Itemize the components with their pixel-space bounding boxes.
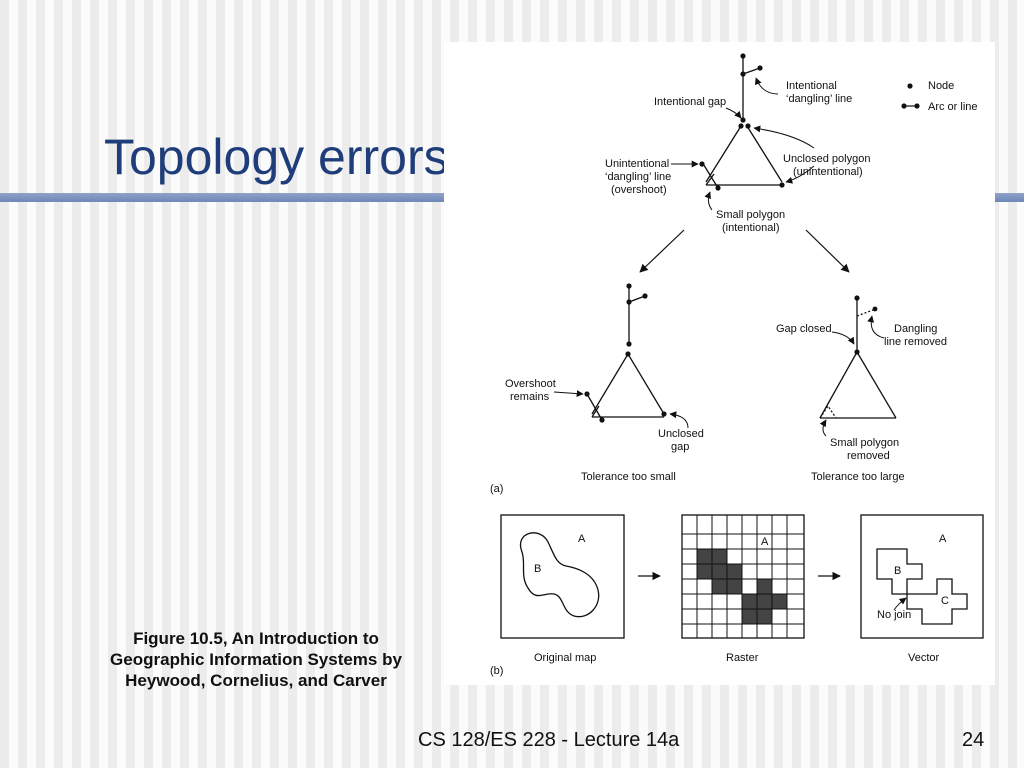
top-topology-diagram	[701, 56, 783, 189]
unintentional-label-1: Unintentional	[605, 158, 669, 170]
arrow-to-left	[639, 229, 685, 273]
intentional-gap-label: Intentional gap	[654, 96, 726, 108]
dangling-removed-label-1: Dangling	[894, 323, 937, 335]
original-map-panel: A B Original map	[500, 514, 625, 664]
part-a-label: (a)	[490, 483, 503, 495]
raster-filled-cells	[697, 549, 787, 624]
legend-node-label: Node	[928, 80, 954, 92]
part-b-label: (b)	[490, 665, 503, 677]
small-polygon-label-1: Small polygon	[716, 209, 785, 221]
dangling-removed-label-2: line removed	[884, 336, 947, 348]
overshoot-label-2: remains	[510, 391, 550, 403]
small-polygon-removed-label-1: Small polygon	[830, 437, 899, 449]
raster-caption: Raster	[726, 652, 759, 664]
vector-polygon-c	[906, 578, 968, 625]
intentional-dangling-label-1: Intentional	[786, 80, 837, 92]
vector-panel: A B C No join Vector	[860, 514, 984, 664]
left-nodes	[584, 283, 667, 423]
tolerance-too-small-label: Tolerance too small	[581, 471, 676, 483]
vector-caption: Vector	[908, 652, 940, 664]
legend-node-dot	[907, 83, 913, 89]
legend: Node Arc or line	[901, 80, 978, 113]
unclosed-polygon-label-2: (unintentional)	[793, 166, 863, 178]
unclosed-gap-label-1: Unclosed	[658, 428, 704, 440]
arrow-to-right	[805, 229, 850, 273]
original-label-b: B	[534, 563, 541, 575]
small-polygon-label-2: (intentional)	[722, 222, 779, 234]
page-number: 24	[962, 729, 985, 751]
original-label-a: A	[578, 533, 586, 545]
vector-label-c: C	[941, 595, 949, 607]
small-polygon-removed-label-2: removed	[847, 450, 890, 462]
left-topology-diagram	[586, 286, 665, 421]
unintentional-label-2: ‘dangling’ line	[605, 171, 671, 183]
legend-arc-label: Arc or line	[928, 101, 978, 113]
tolerance-too-large-label: Tolerance too large	[811, 471, 905, 483]
gap-closed-label: Gap closed	[776, 323, 832, 335]
vector-polygon-b	[876, 548, 923, 595]
slide-footer: CS 128/ES 228 - Lecture 14a	[418, 729, 680, 751]
left-callouts	[553, 390, 689, 429]
right-callouts	[819, 315, 885, 437]
right-nodes	[854, 295, 878, 355]
unclosed-gap-label-2: gap	[671, 441, 689, 453]
unclosed-polygon-label-1: Unclosed polygon	[783, 153, 870, 165]
no-join-label: No join	[877, 609, 911, 621]
top-nodes	[699, 53, 785, 191]
original-map-caption: Original map	[534, 652, 596, 664]
right-topology-diagram	[819, 298, 897, 419]
intentional-dangling-label-2: ‘dangling’ line	[786, 93, 852, 105]
figure-caption: Figure 10.5, An Introduction to Geograph…	[110, 629, 402, 690]
vector-label-b: B	[894, 565, 901, 577]
top-callouts	[671, 77, 815, 211]
topology-diagram-svg: Node Arc or line Intentional ‘dangling’ …	[490, 53, 984, 677]
flow-arrows	[639, 229, 850, 273]
raster-label-a: A	[761, 536, 769, 548]
topology-figure: Node Arc or line Intentional ‘dangling’ …	[444, 42, 995, 685]
raster-grid-lines	[681, 514, 805, 639]
unintentional-label-3: (overshoot)	[611, 184, 667, 196]
vector-label-a: A	[939, 533, 947, 545]
overshoot-label-1: Overshoot	[505, 378, 556, 390]
slide-title: Topology errors	[104, 129, 449, 185]
raster-panel: A Raster	[681, 514, 805, 664]
